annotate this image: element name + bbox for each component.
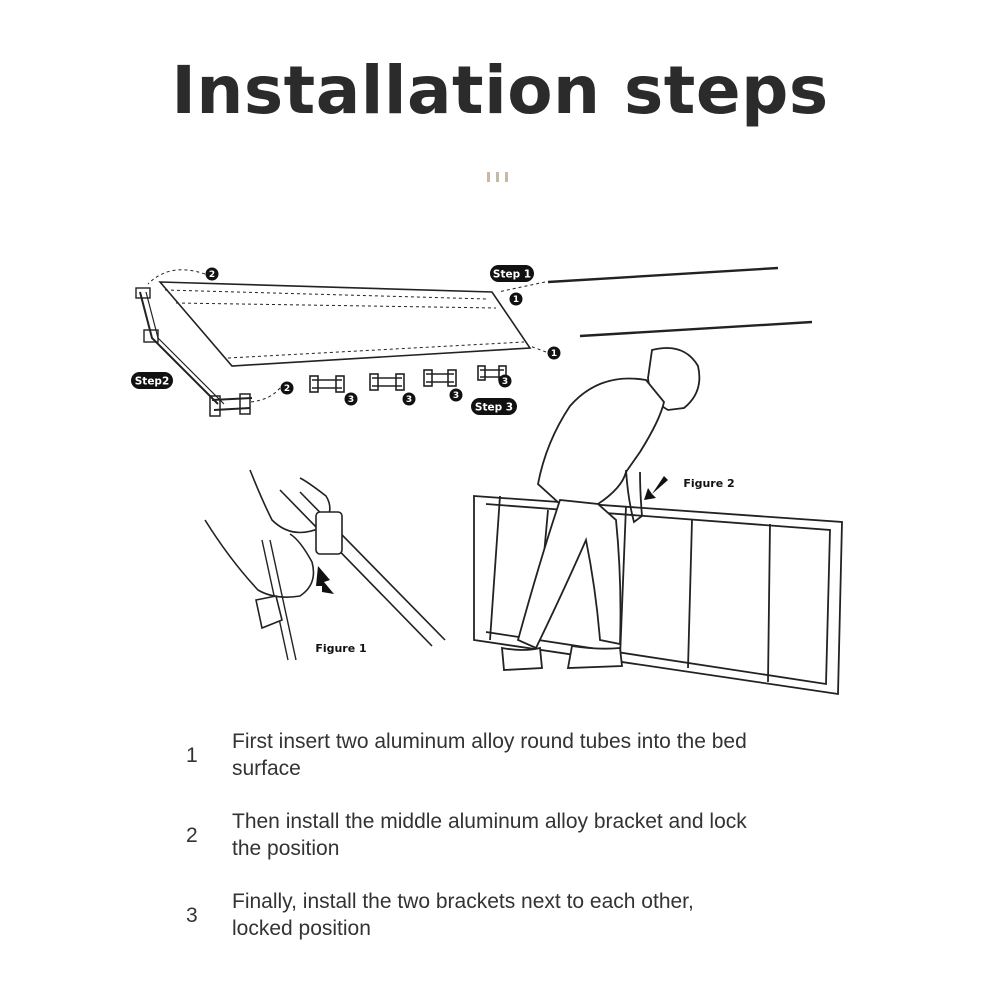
step3-badge: Step 3 — [471, 398, 517, 415]
step-number: 1 — [186, 744, 198, 767]
bed-surface-diagram — [135, 266, 813, 417]
step-text: Then install the middle aluminum alloy b… — [232, 810, 747, 860]
decorative-dots — [487, 172, 513, 182]
step-number: 2 — [186, 824, 198, 847]
step-number: 3 — [186, 904, 198, 927]
page-title: Installation steps — [171, 52, 829, 129]
marker-3b: 3 — [406, 395, 412, 405]
step3-label: Step 3 — [475, 402, 513, 414]
list-item: 1 First insert two aluminum alloy round … — [186, 728, 806, 782]
step1-badge: Step 1 — [490, 265, 534, 282]
figure2-arrow — [644, 476, 668, 500]
marker-1b: 1 — [551, 349, 557, 359]
steps-list: 1 First insert two aluminum alloy round … — [186, 728, 806, 968]
marker-2b: 2 — [284, 384, 290, 394]
marker-2a: 2 — [209, 270, 215, 280]
figure1-arrow — [316, 566, 334, 594]
marker-3c: 3 — [453, 391, 459, 401]
marker-1a: 1 — [513, 295, 519, 305]
figure1-caption: Figure 1 — [315, 642, 366, 655]
figure2-illustration — [473, 347, 843, 696]
step2-badge: Step2 — [131, 372, 173, 389]
figure1-illustration — [204, 469, 446, 661]
step-text: Finally, install the two brackets next t… — [232, 890, 694, 940]
step2-label: Step2 — [135, 376, 170, 388]
marker-3d: 3 — [502, 377, 508, 387]
list-item: 3 Finally, install the two brackets next… — [186, 888, 806, 942]
marker-3a: 3 — [348, 395, 354, 405]
list-item: 2 Then install the middle aluminum alloy… — [186, 808, 806, 862]
figure2-caption: Figure 2 — [683, 477, 734, 490]
step-text: First insert two aluminum alloy round tu… — [232, 730, 747, 780]
step-markers: 1 1 2 2 3 3 3 3 — [205, 267, 561, 406]
step1-label: Step 1 — [493, 269, 531, 281]
